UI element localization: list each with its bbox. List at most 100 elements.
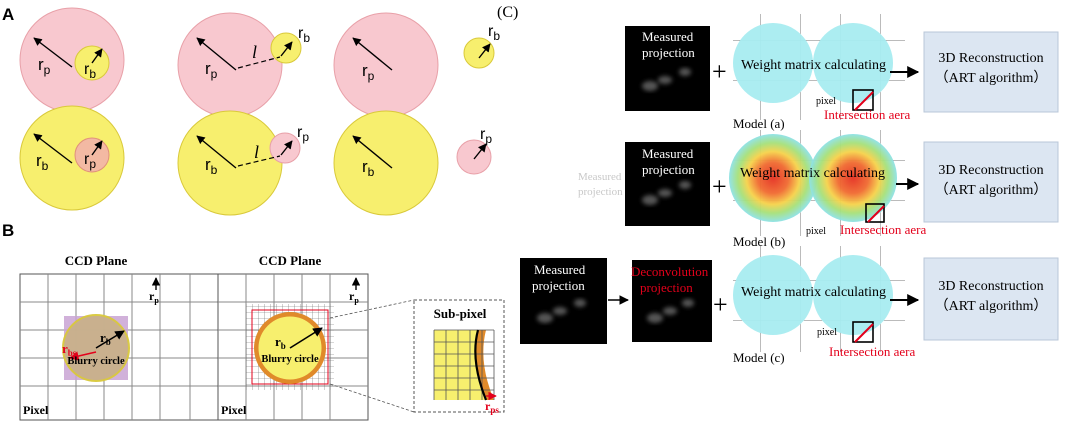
panel-b-label: B — [2, 221, 14, 240]
intersection-line — [854, 91, 874, 111]
pixel-label: pixel — [816, 96, 836, 107]
plus-sign: + — [712, 57, 727, 86]
rps-label: rps — [485, 399, 499, 415]
panel-a-label: A — [2, 5, 14, 24]
rp-label: rp — [205, 59, 218, 81]
projection-blobs — [647, 299, 694, 323]
panel-a: A rp rb rp rb l rp rb — [2, 5, 500, 216]
panel-a-r1c1: rp rb — [19, 7, 125, 113]
yellow-circle — [463, 37, 495, 69]
weight-circle-left — [733, 255, 813, 335]
rbs-label: rbs — [62, 341, 77, 358]
pink-circle — [269, 132, 301, 164]
ccd-plane-title: CCD Plane — [259, 253, 322, 268]
reconstruction-box — [923, 31, 1059, 113]
rp-arrow — [473, 143, 487, 160]
projection-blobs — [642, 181, 691, 205]
intersection-label: Intersection aera — [824, 107, 910, 122]
rb-label: rb — [36, 151, 49, 173]
rb-arrow — [91, 48, 103, 64]
measured-label: Measured — [642, 29, 694, 44]
weight-circle-left — [733, 23, 813, 103]
rb-arrow — [352, 135, 393, 169]
measured-projection-box — [520, 258, 607, 344]
intersection-line — [854, 323, 874, 343]
rp-arrow — [196, 37, 237, 71]
zoom-orange-edge — [475, 330, 494, 400]
rb-arrow — [196, 135, 237, 169]
ghost-projection: projection — [578, 186, 623, 198]
measured-projection-box — [625, 142, 710, 226]
panel-a-r1c3: rp rb — [333, 12, 500, 118]
reconstruction-box — [923, 141, 1059, 223]
rb-arrow — [478, 43, 491, 59]
blurry-circle-label: Blurry circle — [67, 356, 125, 367]
panel-a-r2c3: rb rp — [333, 110, 492, 216]
recon-title: 3D Reconstruction — [938, 279, 1043, 294]
model-c-row: Measured projection Deconvolution projec… — [520, 246, 1059, 365]
projection-label: projection — [642, 45, 695, 60]
measured-label: Measured — [642, 146, 694, 161]
panel-c: (C) Measured projection + Weight matrix … — [497, 4, 1059, 365]
weight-circle-right — [813, 255, 893, 335]
intersection-label: Intersection aera — [840, 222, 926, 237]
recon-algorithm: （ART algorithm） — [935, 70, 1048, 86]
recon-algorithm: （ART algorithm） — [935, 182, 1048, 198]
blurry-circle-label: Blurry circle — [261, 354, 319, 365]
rb-arrow — [280, 41, 293, 57]
ghost-measured: Measured — [578, 171, 622, 183]
rp-arrow — [280, 140, 293, 156]
rb-label: rb — [275, 334, 286, 351]
pixel-label: pixel — [806, 226, 826, 237]
rp-label: rp — [480, 126, 492, 146]
projection-label: projection — [532, 278, 585, 293]
recon-title: 3D Reconstruction — [938, 163, 1043, 178]
pixel-label: Pixel — [23, 403, 49, 417]
intersection-line — [867, 205, 885, 223]
circle-boundary — [474, 329, 488, 401]
ccd-right: CCD Plane rb Blurry circle rp Pixel — [217, 253, 415, 421]
model-label: Model (a) — [733, 116, 785, 131]
projection-label: projection — [642, 162, 695, 177]
pixel-label: Pixel — [221, 403, 247, 417]
rb-label: rb — [488, 23, 500, 43]
rb-label: rb — [100, 330, 111, 347]
zoom-yellow-fill — [434, 330, 486, 400]
plus-sign: + — [712, 172, 727, 201]
intersection-label: Intersection aera — [829, 344, 915, 359]
deconvolution-box — [632, 260, 712, 342]
rp-label: rp — [84, 151, 96, 171]
rb-label: rb — [84, 61, 96, 81]
model-label: Model (b) — [733, 234, 785, 249]
measured-label: Measured — [534, 262, 586, 277]
distance-line — [237, 155, 281, 167]
distance-line — [237, 56, 281, 69]
intersection-box — [865, 203, 885, 223]
rp-arrow — [352, 37, 393, 71]
model-b-row: Measured projection Measured projection … — [578, 130, 1059, 249]
rb-arrow — [33, 133, 73, 164]
reconstruction-box — [923, 257, 1059, 341]
panel-a-r2c2: rb rp l — [177, 110, 309, 216]
deconvolution-label: Deconvolution — [631, 264, 709, 279]
intersection-box — [852, 89, 874, 111]
weight-label: Weight matrix calculating — [741, 58, 886, 73]
plus-sign: + — [713, 290, 728, 319]
panel-a-r1c2: rp rb l — [177, 12, 310, 118]
model-label: Model (c) — [733, 350, 785, 365]
ccd-left: CCD Plane rb rbs Blurry circle rp Pixel — [19, 253, 221, 421]
rb-label: rb — [362, 157, 375, 179]
panel-c-label: (C) — [497, 4, 518, 21]
yellow-circle — [19, 105, 125, 211]
l-label: l — [254, 142, 259, 162]
rb-label: rb — [205, 155, 218, 177]
rb-arrow — [95, 330, 125, 349]
rp-label: rp — [38, 55, 51, 77]
l-label: l — [252, 42, 257, 62]
projection-blobs — [642, 68, 691, 91]
measured-projection-box — [625, 26, 710, 111]
model-a-row: Measured projection + Weight matrix calc… — [625, 14, 1059, 131]
intersection-box — [852, 321, 874, 343]
rp-arrow — [33, 37, 73, 68]
